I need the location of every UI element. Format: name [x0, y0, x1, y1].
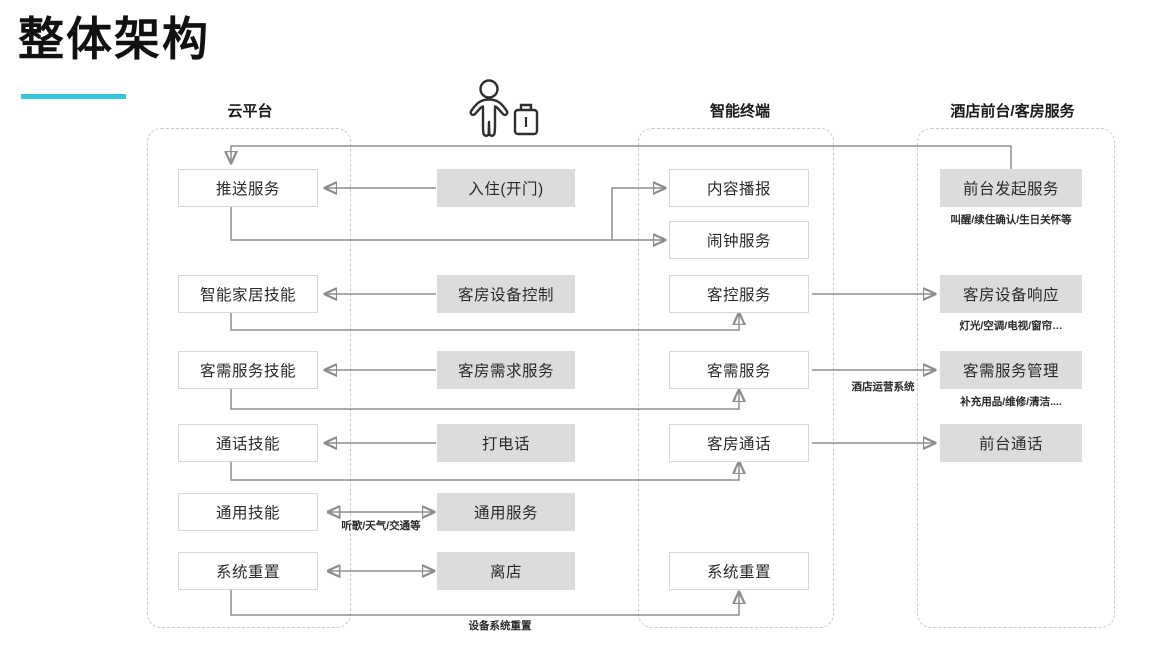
node-cloud-push-service[interactable]: 推送服务	[178, 169, 318, 207]
node-action-general-service[interactable]: 通用服务	[437, 493, 575, 531]
column-header-cloud: 云平台	[227, 103, 273, 120]
node-terminal-system-reset[interactable]: 系统重置	[669, 552, 809, 590]
column-header-terminal: 智能终端	[709, 103, 770, 120]
note-room-device-response: 灯光/空调/电视/窗帘…	[959, 320, 1063, 332]
lane-hotel	[917, 128, 1115, 628]
node-hotel-frontdesk-initiated-service[interactable]: 前台发起服务	[940, 169, 1082, 207]
node-action-check-in[interactable]: 入住(开门)	[437, 169, 575, 207]
node-action-make-call[interactable]: 打电话	[437, 424, 575, 462]
title-accent-rule	[21, 94, 126, 99]
node-terminal-room-control-service[interactable]: 客控服务	[669, 275, 809, 313]
node-action-room-device-control[interactable]: 客房设备控制	[437, 275, 575, 313]
edge-label-reset: 设备系统重置	[468, 620, 532, 632]
node-cloud-call-skill[interactable]: 通话技能	[178, 424, 318, 462]
column-header-hotel: 酒店前台/客房服务	[950, 103, 1075, 120]
node-hotel-guest-service-management[interactable]: 客需服务管理	[940, 351, 1082, 389]
edge-label-operations: 酒店运营系统	[851, 381, 915, 393]
node-cloud-system-reset[interactable]: 系统重置	[178, 552, 318, 590]
note-guest-service-management: 补充用品/维修/清洁....	[960, 396, 1062, 408]
node-terminal-content-broadcast[interactable]: 内容播报	[669, 169, 809, 207]
page-title: 整体架构	[18, 13, 210, 65]
lane-cloud	[147, 128, 351, 628]
node-action-room-demand-service[interactable]: 客房需求服务	[437, 351, 575, 389]
node-hotel-room-device-response[interactable]: 客房设备响应	[940, 275, 1082, 313]
lane-terminal	[638, 128, 834, 628]
node-cloud-smart-home-skill[interactable]: 智能家居技能	[178, 275, 318, 313]
traveller-with-suitcase-icon	[463, 78, 547, 140]
node-cloud-general-skill[interactable]: 通用技能	[178, 493, 318, 531]
node-cloud-guest-service-skill[interactable]: 客需服务技能	[178, 351, 318, 389]
edge-label-general: 听歌/天气/交通等	[341, 520, 421, 532]
note-frontdesk-initiated-service: 叫醒/续住确认/生日关怀等	[950, 214, 1072, 226]
node-hotel-frontdesk-call[interactable]: 前台通话	[940, 424, 1082, 462]
node-action-check-out[interactable]: 离店	[437, 552, 575, 590]
node-terminal-guest-demand-service[interactable]: 客需服务	[669, 351, 809, 389]
node-terminal-room-call[interactable]: 客房通话	[669, 424, 809, 462]
node-terminal-alarm-service[interactable]: 闹钟服务	[669, 221, 809, 259]
